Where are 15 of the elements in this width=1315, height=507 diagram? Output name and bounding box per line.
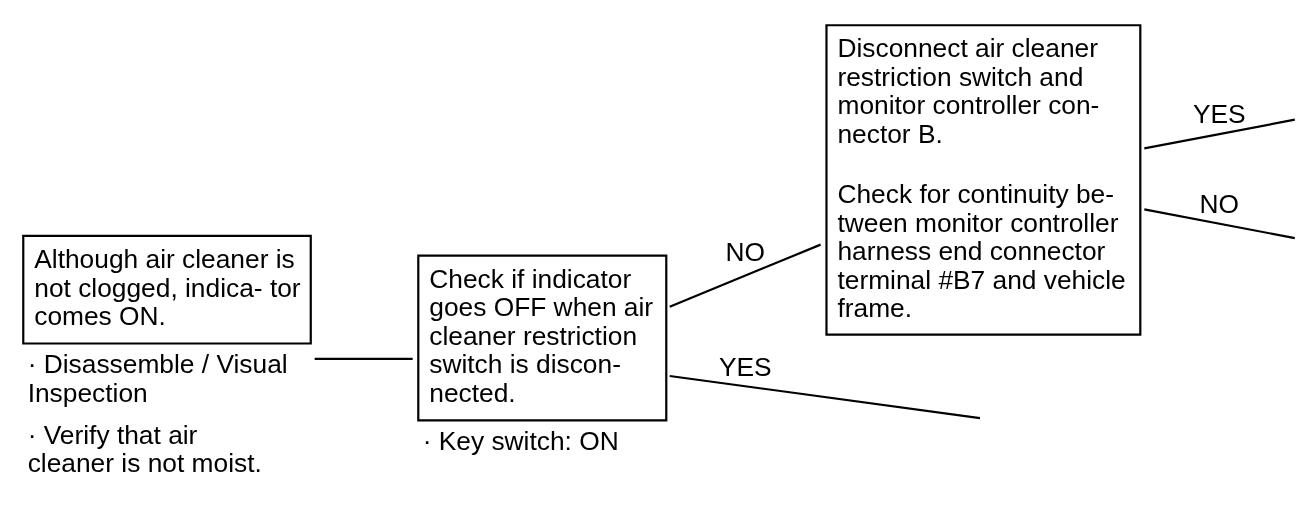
node-label: · Disassemble / Visual Inspection [27, 349, 288, 408]
edge-label: NO [1199, 189, 1240, 220]
connector [669, 243, 822, 308]
node-box: Disconnect air cleaner restriction switch and monitor controller con- nector B. Check for continuity be- tween monitor controller harness end connector terminal #B7 and vehicle frame. [825, 24, 1142, 336]
connector [1144, 208, 1295, 240]
node-box: Although air cleaner is not clogged, indica- tor comes ON. [22, 234, 312, 345]
node-label: · Key switch: ON [422, 426, 619, 457]
connector [669, 374, 981, 420]
edge-label: NO [725, 237, 766, 268]
node-box: Check if indicator goes OFF when air cleaner restriction switch is discon- nected. [417, 254, 668, 422]
connector [1144, 118, 1295, 150]
edge-label: YES [1192, 99, 1246, 130]
edge-label: YES [718, 351, 772, 382]
connector [314, 357, 413, 360]
node-label: · Verify that air cleaner is not moist. [27, 419, 262, 479]
